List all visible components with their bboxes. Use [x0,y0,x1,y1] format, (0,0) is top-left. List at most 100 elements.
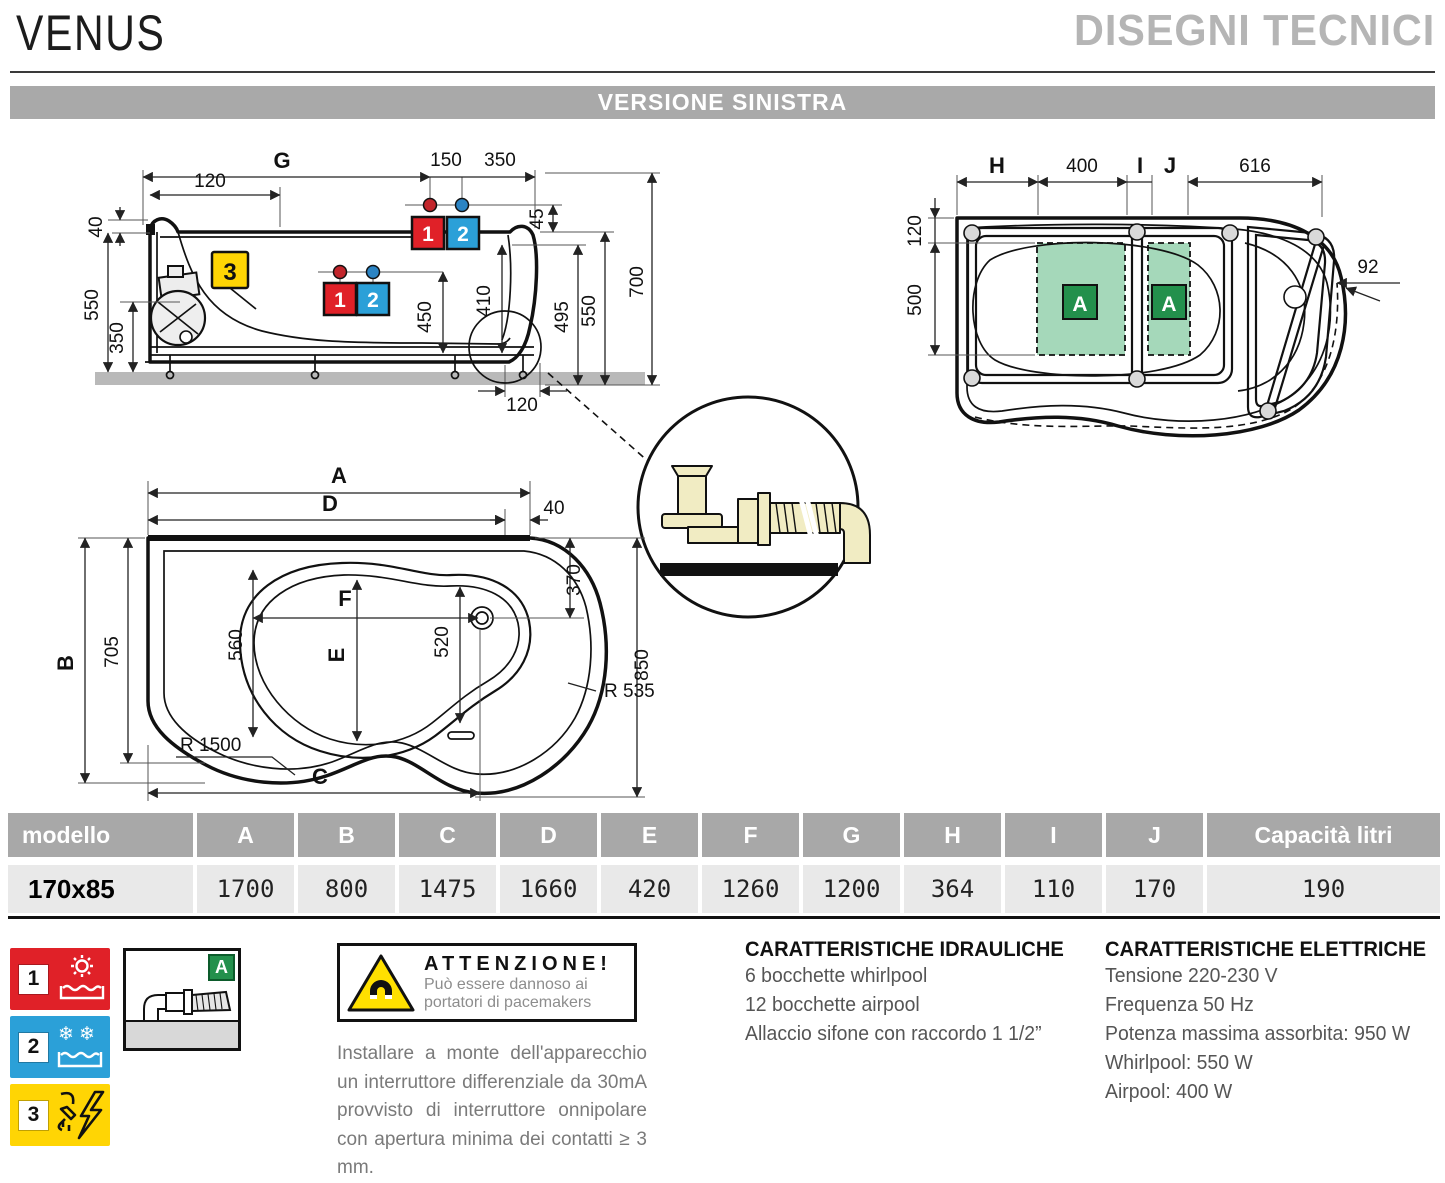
pacemaker-warning-box: ATTENZIONE! Può essere dannoso ai portat… [337,943,637,1022]
side-view-dimensions: G 150 350 120 40 550 350 45 700 550 495 … [82,148,660,464]
dim-label-410: 410 [474,285,495,317]
dim-label-c: C [312,764,328,789]
value-cell: 110 [1005,865,1102,913]
power-badge [210,250,250,290]
dim-label-d: D [322,491,338,516]
plan-view-dimensions: A D 40 B 705 F E 560 520 370 850 R 535 R… [53,463,655,801]
cold-water-badge-label: 2 [367,289,379,312]
dim-label-370: 370 [564,564,585,596]
dim-label-550-right: 550 [579,295,600,327]
table-header-cell: G [803,813,900,857]
table-underline [8,916,1440,919]
dim-label-40: 40 [86,216,107,237]
table-header-cell: E [601,813,698,857]
dim-label-f: F [338,586,351,611]
technical-drawings: 3 1 2 1 2 [53,148,1400,801]
dim-label-92: 92 [1357,257,1378,278]
table-header-cell: J [1106,813,1203,857]
dim-label-560: 560 [226,629,247,661]
jet-area-badge-label: A [1072,293,1087,316]
value-cell: 1260 [702,865,799,913]
electric-line: Potenza massima assorbita: 950 W [1105,1023,1411,1045]
air-pipe-icon [143,989,232,1024]
pump-unit [149,265,207,347]
jet-area-badge [1062,284,1098,320]
dim-label-e: E [324,648,349,663]
dim-label-b: B [53,655,78,671]
installation-note: Installare a monte dell'apparecchio un i… [337,1043,647,1178]
dim-label-i: I [1137,153,1143,178]
technical-sheet-page: { "header": { "title": "VENUS", "section… [8,5,1440,1178]
table-header-cell: D [500,813,597,857]
table-header-cell: B [298,813,395,857]
page-title: VENUS [16,5,166,61]
air-connection-box: A [123,948,241,1051]
legend-item-cold-water: 2 ❄ ❄ [10,1016,110,1078]
legend-item-hot-water: 1 [10,948,110,1010]
electric-line: Tensione 220-230 V [1105,965,1278,987]
dim-label-g: G [273,148,290,173]
dim-label-40: 40 [543,498,564,519]
dim-label-45: 45 [527,208,548,229]
hot-water-badge-label: 1 [334,289,346,312]
dim-label-450: 450 [415,301,436,333]
hydraulic-line: 6 bocchette whirlpool [745,965,928,987]
legend-item-electricity: 3 [10,1084,110,1146]
header-divider [10,71,1435,73]
electric-features: CARATTERISTICHE ELETTRICHE Tensione 220-… [1105,938,1439,1107]
table-header-cell: A [197,813,294,857]
dim-label-350-left: 350 [107,322,128,354]
table-header-cell: modello [8,813,193,857]
dimensions-table-header: modello A B C D E F G H I J Capacità lit… [8,813,1440,857]
warning-line: portatori di pacemakers [424,994,592,1011]
magnet-warning-icon [347,954,415,1011]
tub-plan-outline [146,536,608,796]
version-banner: VERSIONE SINISTRA [10,86,1435,119]
value-cell: 1475 [399,865,496,913]
dim-label-r535: R 535 [604,681,655,702]
value-cell: 170 [1106,865,1203,913]
dim-label-a: A [331,463,347,488]
table-header-cell: I [1005,813,1102,857]
hydraulic-line: 12 bocchette airpool [745,994,920,1016]
warning-line: Può essere dannoso ai [424,975,588,993]
value-cell: 1200 [803,865,900,913]
frame-joints [963,223,1325,420]
dim-label-550-left: 550 [82,289,103,321]
dim-label-r1500: R 1500 [180,735,241,756]
pipe-break-mark [797,494,821,542]
dim-label-h: H [989,153,1005,178]
electric-line: Airpool: 400 W [1105,1081,1233,1103]
dim-label-616: 616 [1239,156,1271,177]
legend-number: 1 [19,964,48,994]
dim-label-350: 350 [484,150,516,171]
table-header-cell: Capacità litri [1207,813,1440,857]
value-cell: 800 [298,865,395,913]
electric-title: CARATTERISTICHE ELETTRICHE [1105,938,1427,961]
svg-text:❄: ❄ [58,1024,74,1045]
dim-label-700: 700 [627,266,648,298]
hot-water-badge [322,281,358,317]
svg-text:❄: ❄ [79,1024,95,1045]
overflow-slot [447,731,475,740]
cold-water-badge-label: 2 [457,223,469,246]
value-cell: 1700 [197,865,294,913]
legend-number: 2 [19,1032,48,1062]
warning-title: ATTENZIONE! [424,952,612,975]
table-header-cell: F [702,813,799,857]
table-header-cell: C [399,813,496,857]
dim-label-120-bottom: 120 [506,395,538,416]
value-cell: 364 [904,865,1001,913]
electric-line: Whirlpool: 550 W [1105,1052,1253,1074]
sun-over-water-icon [48,953,110,1005]
siphon-pipe [661,465,871,564]
value-cell: 1660 [500,865,597,913]
jet-area-badge-label: A [1161,293,1176,316]
dim-label-495: 495 [552,301,573,333]
top-view-drawing: A A H 400 I J 616 120 500 92 [905,153,1400,438]
hot-water-badge-label: 1 [422,223,434,246]
hydraulic-title: CARATTERISTICHE IDRAULICHE [745,938,1064,961]
hydraulic-features: CARATTERISTICHE IDRAULICHE 6 bocchette w… [745,938,1077,1049]
hydraulic-line: Allaccio sifone con raccordo 1 1/2” [745,1023,1042,1045]
dim-label-850: 850 [632,649,653,681]
